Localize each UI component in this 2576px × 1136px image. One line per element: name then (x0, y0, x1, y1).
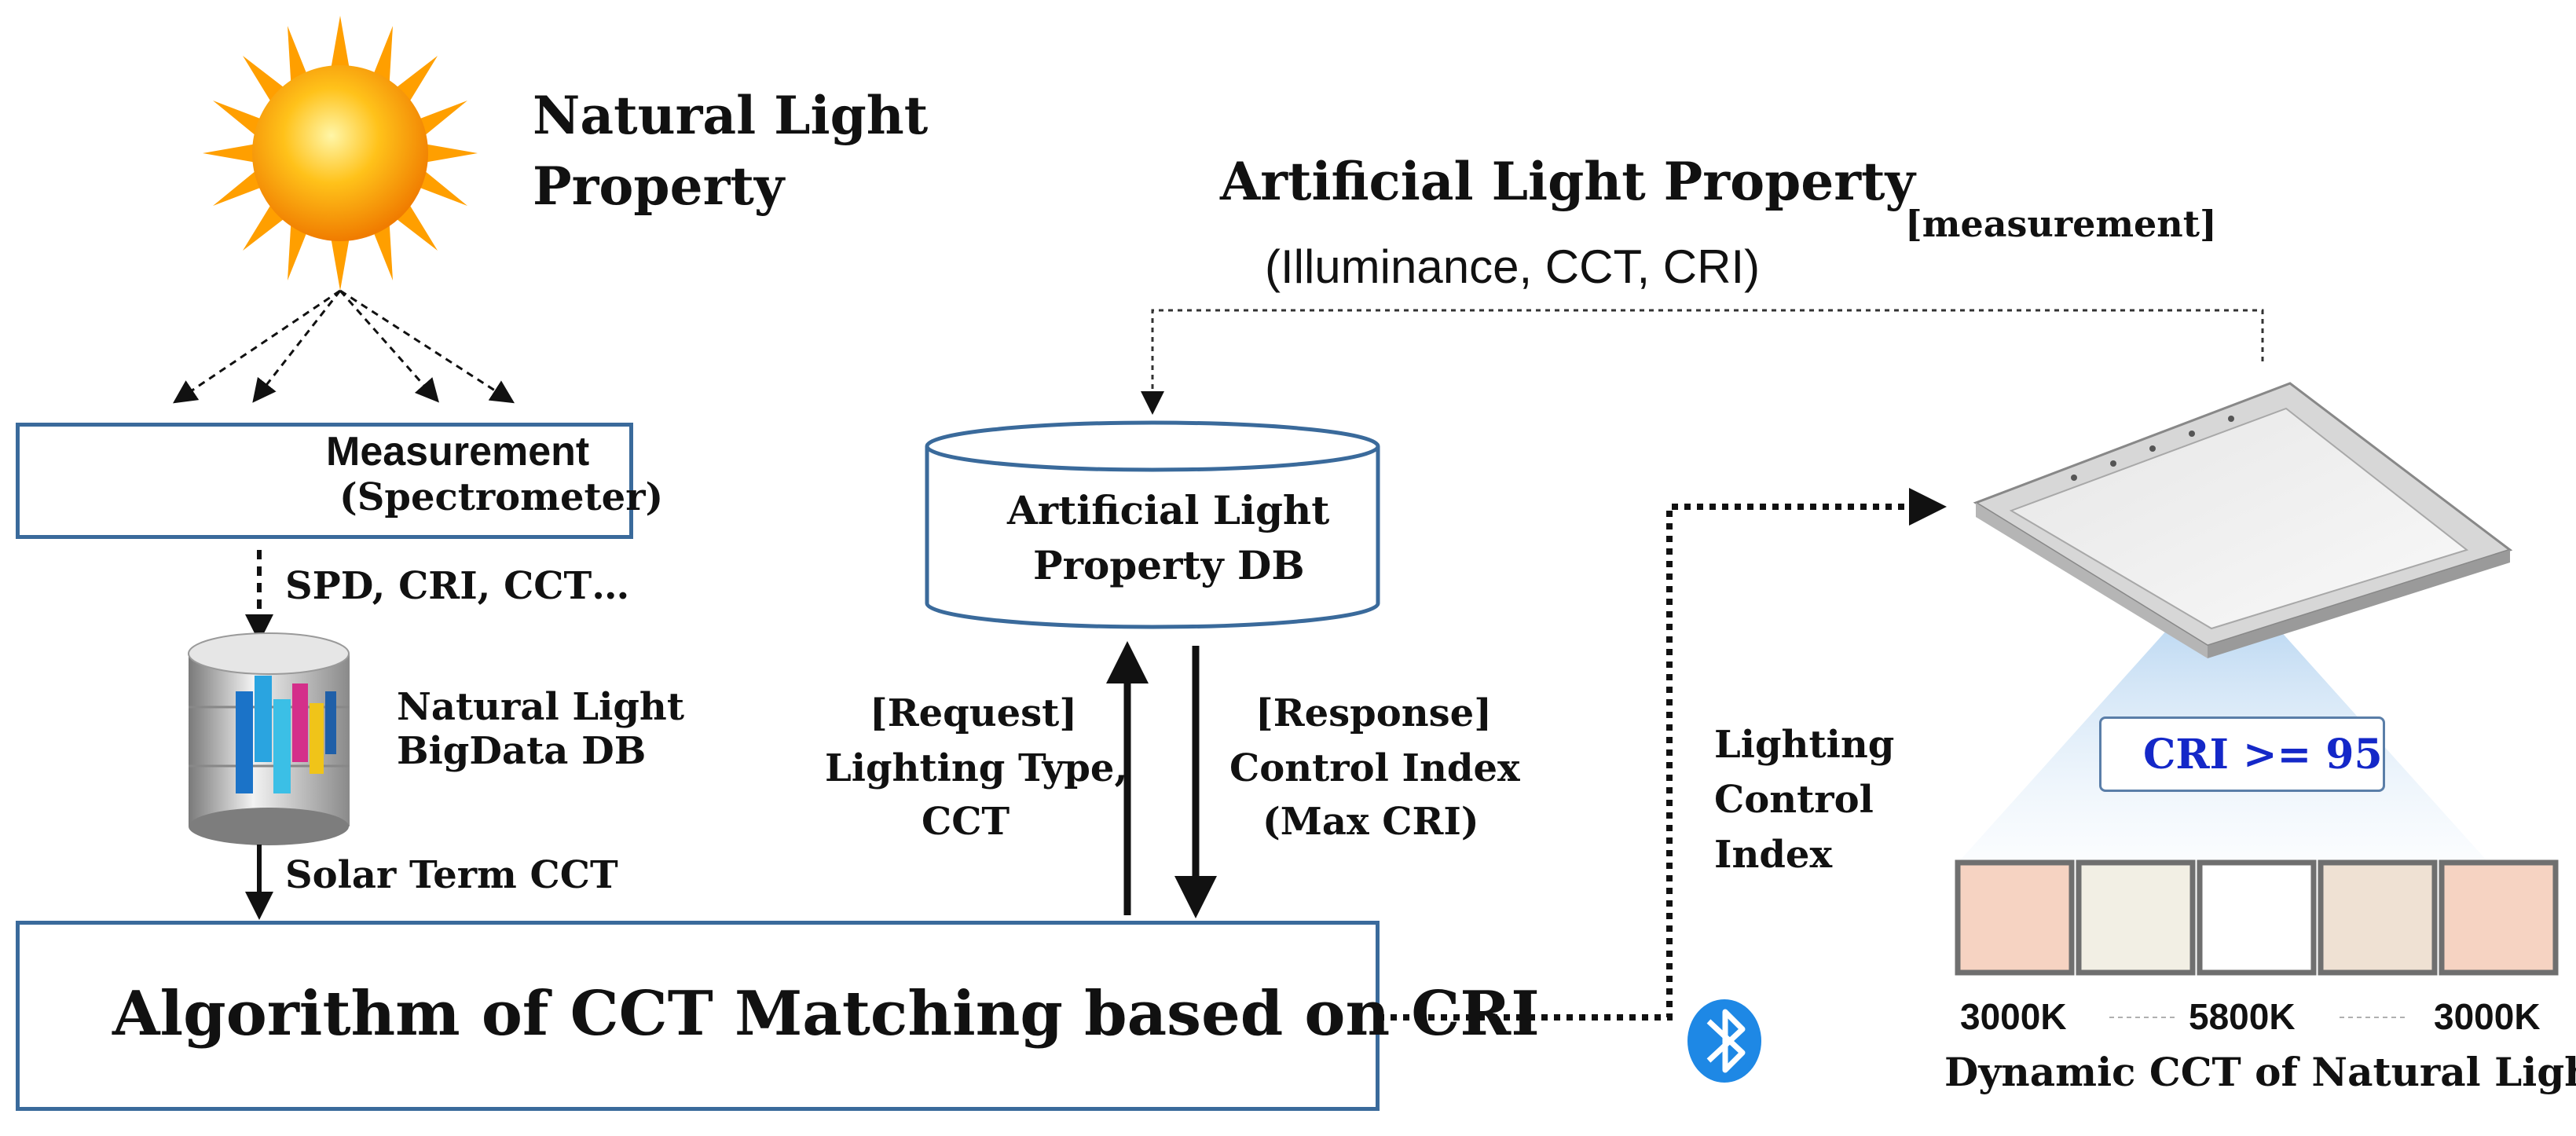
solar-term-label: Solar Term CCT (285, 853, 618, 897)
measurement-subtitle: (Spectrometer) (339, 475, 664, 519)
swatch-3000k-left (1955, 859, 2075, 976)
response-line1: [Response] (1255, 691, 1492, 735)
algorithm-box (16, 921, 1380, 1111)
algorithm-label: Algorithm of CCT Matching based on CRI (112, 978, 1540, 1050)
dynamic-cct-caption: Dynamic CCT of Natural Light (1944, 1049, 2576, 1095)
response-line3: (Max CRI) (1262, 800, 1479, 844)
natural-light-title-line2: Property (533, 156, 785, 217)
swatch-warm-left (2076, 859, 2196, 976)
cct-middle-label: 5800K (2189, 996, 2296, 1037)
swatch-5800k (2197, 859, 2317, 976)
database-icon (188, 632, 350, 845)
lighting-control-line1: Lighting (1714, 723, 1895, 767)
spd-label: SPD, CRI, CCT… (285, 564, 630, 608)
cct-left-label: 3000K (1960, 996, 2067, 1037)
request-line3: CCT (922, 800, 1010, 844)
swatch-warm-right (2318, 859, 2438, 976)
lighting-control-line3: Index (1714, 833, 1833, 877)
artificial-light-title: Artificial Light Property (1220, 151, 1915, 212)
measurement-title: Measurement (326, 429, 590, 475)
swatch-3000k-right (2439, 859, 2559, 976)
natural-db-line1: Natural Light (397, 685, 684, 729)
request-line1: [Request] (870, 691, 1078, 735)
cri-badge (2099, 716, 2385, 792)
cct-swatches (1955, 859, 2559, 976)
cct-right-label: 3000K (2434, 996, 2541, 1037)
measurement-tag: [measurement] (1905, 203, 2217, 245)
artificial-db-line2: Property DB (1033, 542, 1305, 588)
ceiling-light-panel-icon (1973, 382, 2513, 658)
artificial-db-line1: Artificial Light (1007, 487, 1330, 533)
request-line2: Lighting Type, (825, 746, 1128, 790)
measurement-box (16, 423, 633, 539)
sun-icon (203, 16, 478, 291)
measurement-feedback-line (1141, 309, 2264, 415)
sun-rays-arrows (173, 289, 515, 404)
cri-badge-label: CRI >= 95 (2143, 731, 2383, 779)
response-line2: Control Index (1229, 746, 1520, 790)
natural-light-title-line1: Natural Light (533, 85, 929, 146)
artificial-db-cylinder (925, 420, 1380, 629)
lighting-control-line (1378, 488, 1947, 1021)
bluetooth-icon (1687, 999, 1761, 1083)
lighting-control-line2: Control (1714, 778, 1874, 822)
artificial-light-subtitle: (Illuminance, CCT, CRI) (1265, 240, 1761, 293)
natural-db-line2: BigData DB (397, 729, 647, 773)
